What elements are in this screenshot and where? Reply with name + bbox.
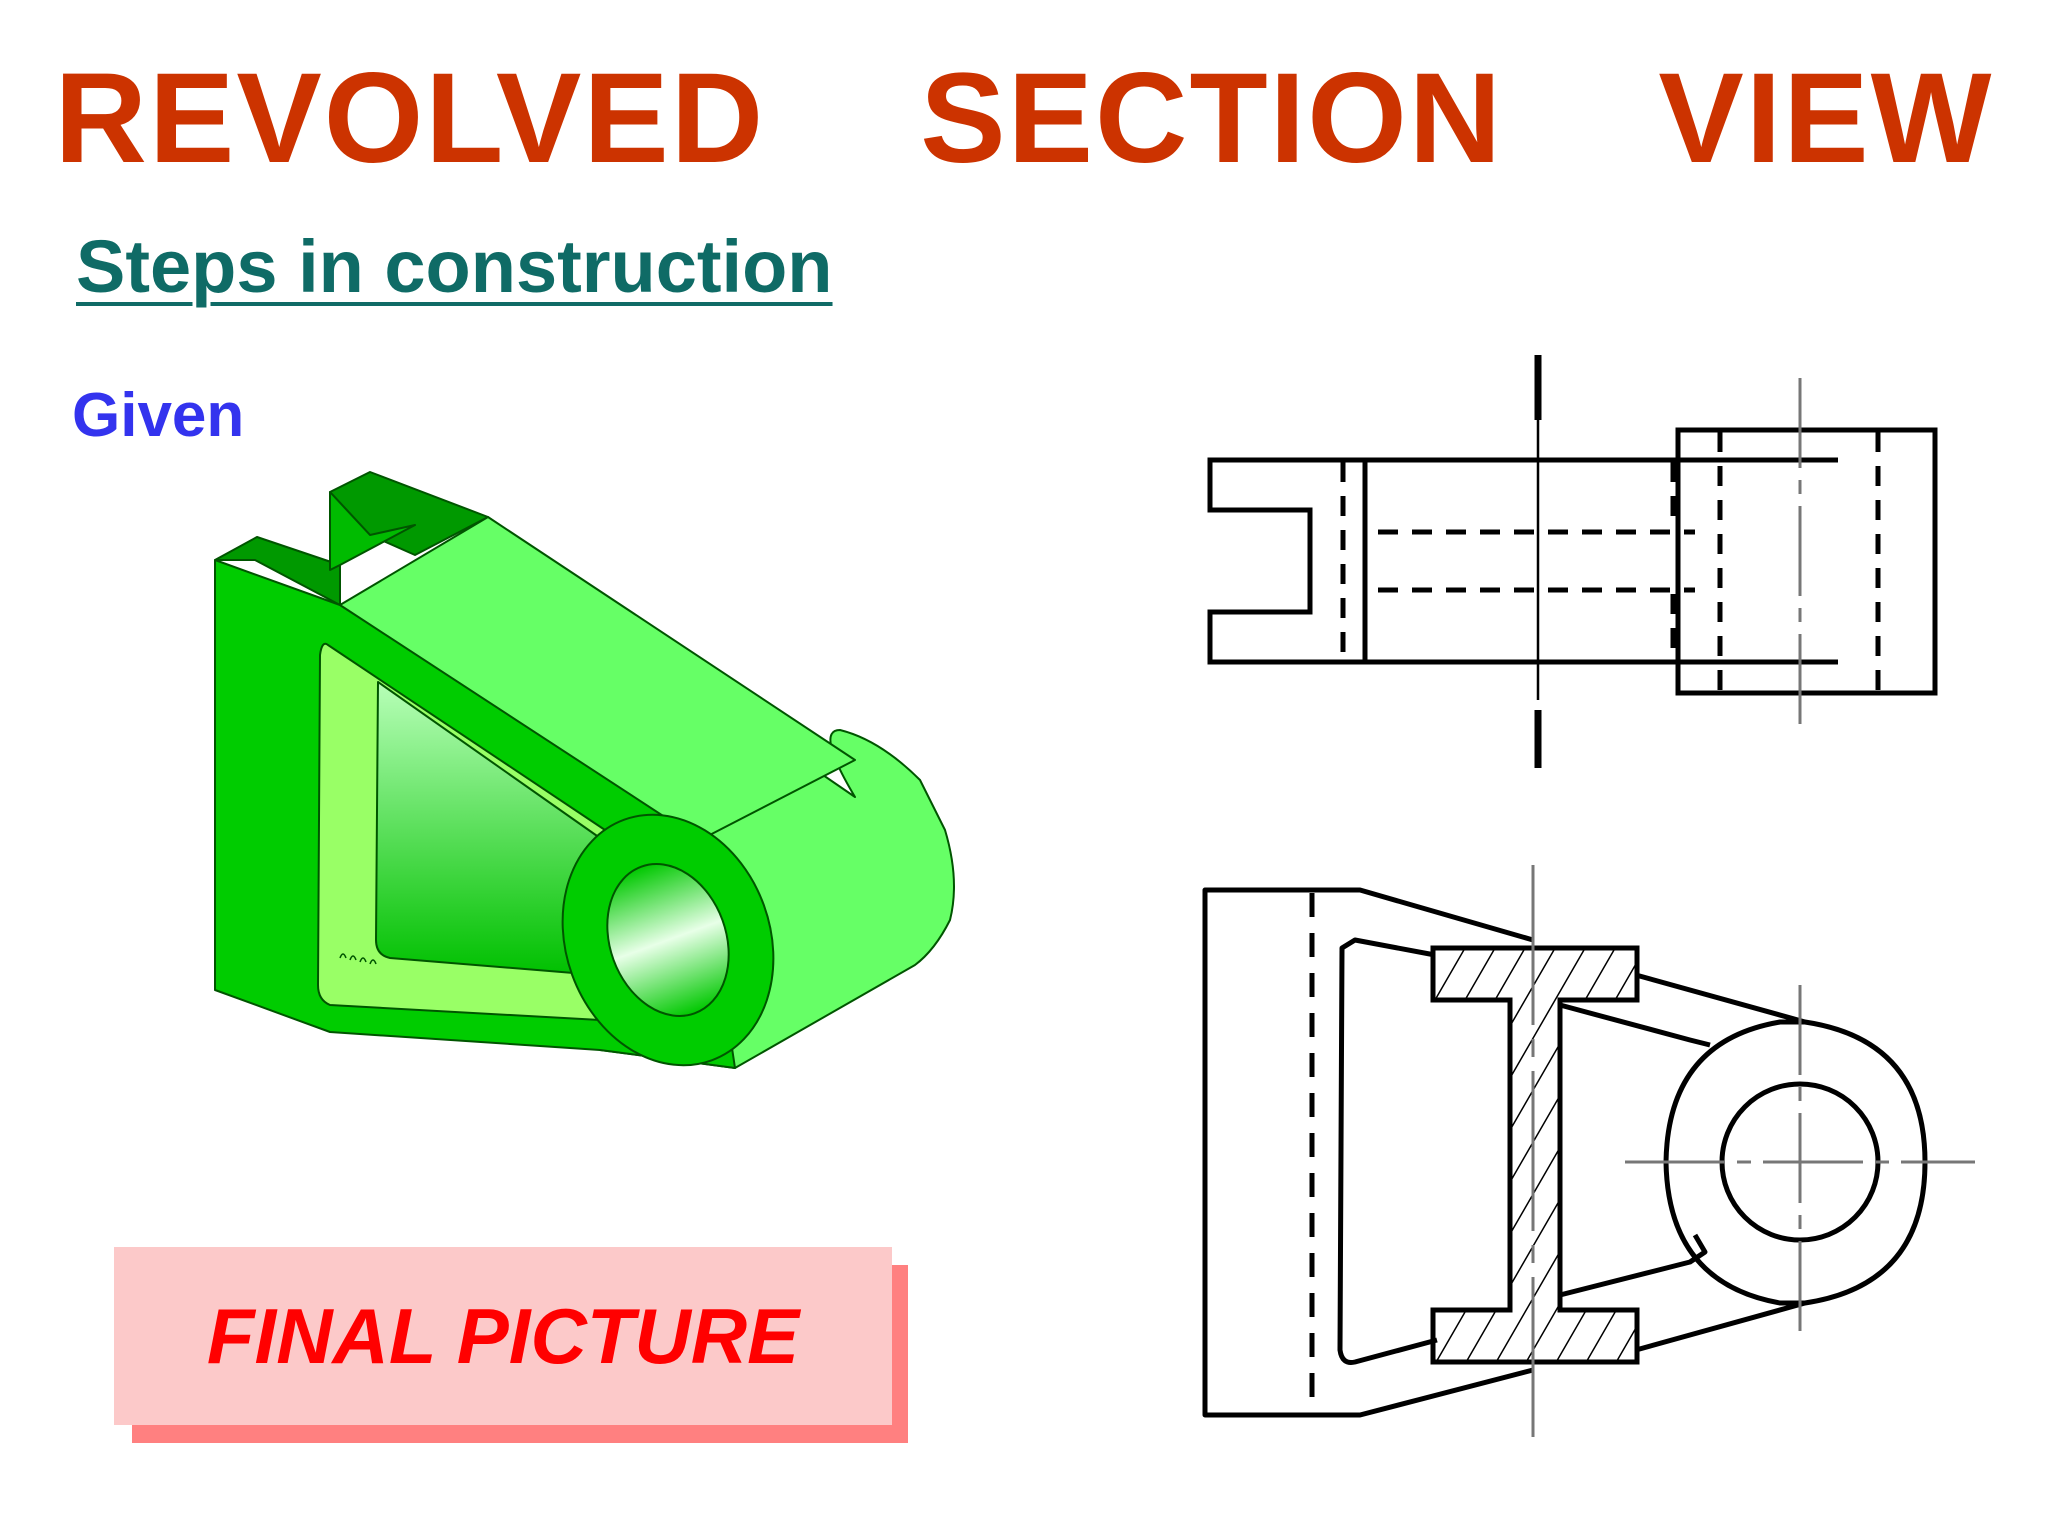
revolved-section — [1430, 945, 1640, 1365]
front-view-inner-web — [1559, 1002, 1711, 1048]
front-view-boss-outer — [1663, 1019, 1928, 1306]
front-view-outline — [1202, 887, 1534, 1418]
final-picture-label: FINAL PICTURE — [206, 1292, 800, 1380]
model-web — [375, 681, 601, 976]
slide-subtitle: Steps in construction — [76, 225, 833, 308]
model-slot-top — [214, 536, 341, 606]
front-view-opening — [1337, 937, 1438, 1365]
final-picture-box: FINAL PICTURE — [114, 1247, 892, 1425]
top-view-left-outline — [1207, 457, 1370, 665]
given-label: Given — [72, 381, 245, 450]
slide-title: REVOLVED SECTION VIEW — [54, 47, 1994, 190]
model-slope-top — [339, 516, 856, 841]
model-boss-bore — [606, 863, 730, 1017]
top-view-boss — [1675, 427, 1938, 696]
model-slot-inner — [329, 491, 416, 571]
